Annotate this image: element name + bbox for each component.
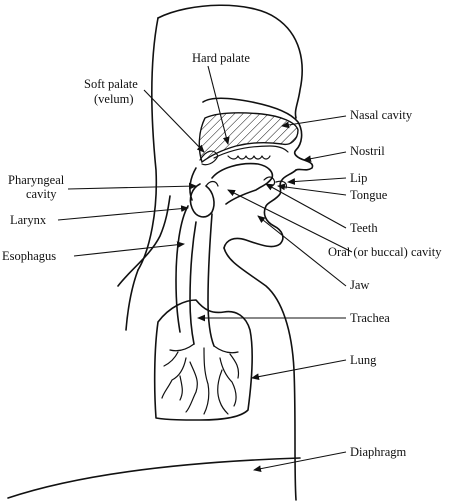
epiglottis xyxy=(205,180,219,187)
label-teeth: Teeth xyxy=(350,221,378,235)
label-lip: Lip xyxy=(350,171,367,185)
trachea-left-wall xyxy=(189,221,197,345)
torso-back xyxy=(125,269,139,331)
label-hard-palate: Hard palate xyxy=(192,51,250,65)
label-larynx: Larynx xyxy=(10,213,47,227)
head-outline xyxy=(157,4,303,119)
face-profile xyxy=(202,97,314,171)
label-oral-cavity: Oral (or buccal) cavity xyxy=(328,245,442,259)
diaphragm-curve xyxy=(7,457,301,499)
label-lung: Lung xyxy=(350,353,377,367)
larynx-shape xyxy=(189,183,215,218)
back-of-head-neck xyxy=(137,17,159,271)
upper-teeth xyxy=(227,155,271,160)
label-esophagus: Esophagus xyxy=(2,249,56,263)
nasal-cavity-region xyxy=(198,112,299,164)
label-pharyngeal-cavity: cavity xyxy=(26,187,57,201)
pointer-lines xyxy=(57,65,353,472)
label-trachea: Trachea xyxy=(350,311,390,325)
neck-front xyxy=(223,247,297,501)
shoulder-line xyxy=(117,195,171,287)
esophagus-tube xyxy=(175,205,189,333)
labels: Hard palate Soft palate (velum) Nasal ca… xyxy=(2,51,442,459)
label-soft-palate: Soft palate xyxy=(84,77,138,91)
label-pharyngeal: Pharyngeal xyxy=(8,173,65,187)
bronchial-tree xyxy=(161,343,240,415)
velum xyxy=(199,150,219,166)
mouth-chin-profile xyxy=(223,169,297,249)
label-tongue: Tongue xyxy=(350,188,388,202)
label-diaphragm: Diaphragm xyxy=(350,445,407,459)
trachea-right-wall xyxy=(207,213,215,347)
hard-palate-line xyxy=(213,145,289,159)
label-nostril: Nostril xyxy=(350,144,385,158)
label-jaw: Jaw xyxy=(350,278,369,292)
label-velum: (velum) xyxy=(94,92,134,106)
tongue-shape xyxy=(211,162,274,205)
label-nasal-cavity: Nasal cavity xyxy=(350,108,413,122)
